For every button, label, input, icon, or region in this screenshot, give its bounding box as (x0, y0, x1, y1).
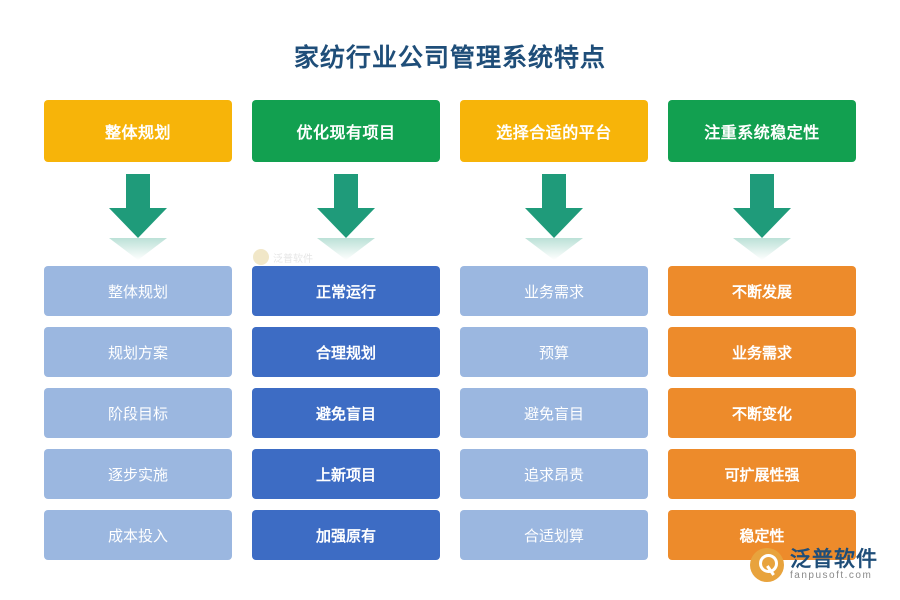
list-item[interactable]: 阶段目标 (44, 388, 232, 438)
column-2: 优化现有项目 正常运行 合理规划 避免盲目 上新项目 加强原有 (252, 100, 440, 571)
list-item[interactable]: 正常运行 (252, 266, 440, 316)
list-item[interactable]: 合理规划 (252, 327, 440, 377)
arrow-down-icon (109, 174, 167, 260)
column-3-arrow (460, 162, 648, 266)
list-item[interactable]: 业务需求 (460, 266, 648, 316)
logo-en-label: fanpusoft.com (790, 569, 873, 581)
column-4-arrow (668, 162, 856, 266)
columns-container: 整体规划 整体规划 规划方案 阶段目标 逐步实施 成本投入 优化现有项目 (44, 100, 856, 571)
list-item[interactable]: 逐步实施 (44, 449, 232, 499)
logo-text: 泛普软件 fanpusoft.com (790, 547, 878, 582)
list-item[interactable]: 不断变化 (668, 388, 856, 438)
brand-logo: 泛普软件 fanpusoft.com (750, 548, 878, 582)
list-item[interactable]: 避免盲目 (460, 388, 648, 438)
column-1-arrow (44, 162, 232, 266)
list-item[interactable]: 规划方案 (44, 327, 232, 377)
logo-cn-label: 泛普软件 (790, 547, 878, 571)
list-item[interactable]: 追求昂贵 (460, 449, 648, 499)
list-item[interactable]: 加强原有 (252, 510, 440, 560)
list-item[interactable]: 业务需求 (668, 327, 856, 377)
list-item[interactable]: 避免盲目 (252, 388, 440, 438)
list-item[interactable]: 不断发展 (668, 266, 856, 316)
list-item[interactable]: 可扩展性强 (668, 449, 856, 499)
column-1: 整体规划 整体规划 规划方案 阶段目标 逐步实施 成本投入 (44, 100, 232, 571)
arrow-down-icon (733, 174, 791, 260)
list-item[interactable]: 成本投入 (44, 510, 232, 560)
column-3-header[interactable]: 选择合适的平台 (460, 100, 648, 162)
column-2-arrow (252, 162, 440, 266)
arrow-down-icon (317, 174, 375, 260)
list-item[interactable]: 合适划算 (460, 510, 648, 560)
list-item[interactable]: 预算 (460, 327, 648, 377)
column-4: 注重系统稳定性 不断发展 业务需求 不断变化 可扩展性强 稳定性 (668, 100, 856, 571)
page-title: 家纺行业公司管理系统特点 (293, 44, 606, 72)
arrow-down-icon (525, 174, 583, 260)
column-3: 选择合适的平台 业务需求 预算 避免盲目 追求昂贵 合适划算 (460, 100, 648, 571)
column-1-header[interactable]: 整体规划 (44, 100, 232, 162)
list-item[interactable]: 整体规划 (44, 266, 232, 316)
fanpu-logo-icon (750, 548, 784, 582)
column-2-header[interactable]: 优化现有项目 (252, 100, 440, 162)
list-item[interactable]: 上新项目 (252, 449, 440, 499)
column-4-header[interactable]: 注重系统稳定性 (668, 100, 856, 162)
